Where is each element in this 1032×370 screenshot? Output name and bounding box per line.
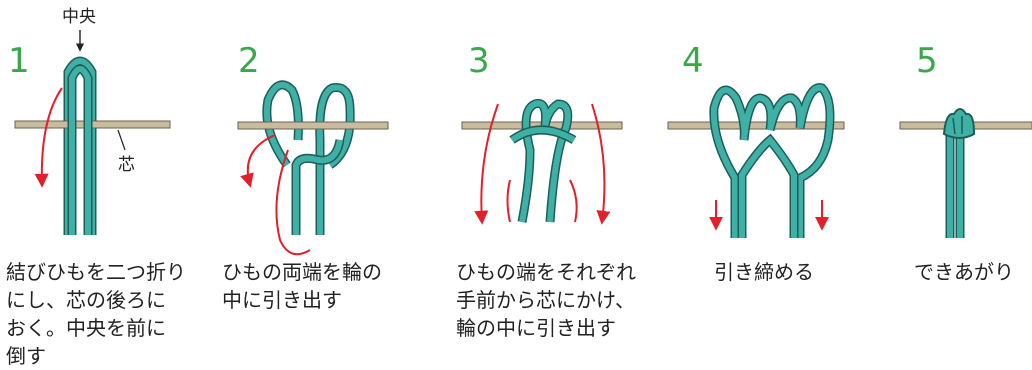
step-5-number: 5: [916, 41, 938, 81]
step-4-caption: 引き締める: [714, 260, 814, 284]
step-3-cord: [509, 99, 577, 223]
step-3-illustration: 3: [461, 41, 623, 225]
step-2-loops: [262, 80, 355, 235]
step-3-arrow-outer-right: [591, 103, 611, 225]
step-2-caption: ひもの両端を輪の 中に引き出す: [222, 260, 382, 312]
core-pointer-line: [117, 129, 126, 151]
step-2-front-cords: [291, 139, 345, 235]
step-2-illustration: 2: [237, 41, 389, 256]
step-5-illustration: 5: [899, 41, 1032, 238]
step-3-arrow-inner-left: [506, 179, 511, 223]
step-4-illustration: 4: [667, 41, 845, 238]
step-4-core: [667, 121, 845, 130]
step-5-knot: [942, 108, 976, 238]
center-label: 中央: [62, 7, 96, 27]
step-2-number: 2: [238, 41, 260, 81]
step-1-arrow: [34, 87, 63, 188]
step-1-illustration: 1 中央 芯: [8, 7, 171, 235]
step-3-caption: ひもの端をそれぞれ 手前から芯にかけ、 輪の中に引き出す: [456, 260, 636, 340]
step-1-caption: 結びひもを二つ折り にし、芯の後ろに おく。中央を前に 倒す: [6, 260, 186, 368]
step-3-arrow-inner-right: [569, 179, 578, 223]
step-1-cord-front: [67, 64, 93, 235]
step-2-arrow-bottom: [275, 149, 311, 256]
step-1-number: 1: [8, 41, 30, 81]
core-label: 芯: [118, 155, 135, 175]
step-4-number: 4: [682, 41, 704, 81]
step-2-core: [237, 121, 389, 130]
step-2-arrow-left: [240, 134, 276, 188]
step-5-caption: できあがり: [914, 260, 1014, 284]
step-4-cord: [709, 83, 835, 238]
step-3-arrow-outer-left: [474, 103, 499, 225]
step-1-cord-back: [63, 56, 97, 235]
step-3-number: 3: [468, 41, 490, 81]
